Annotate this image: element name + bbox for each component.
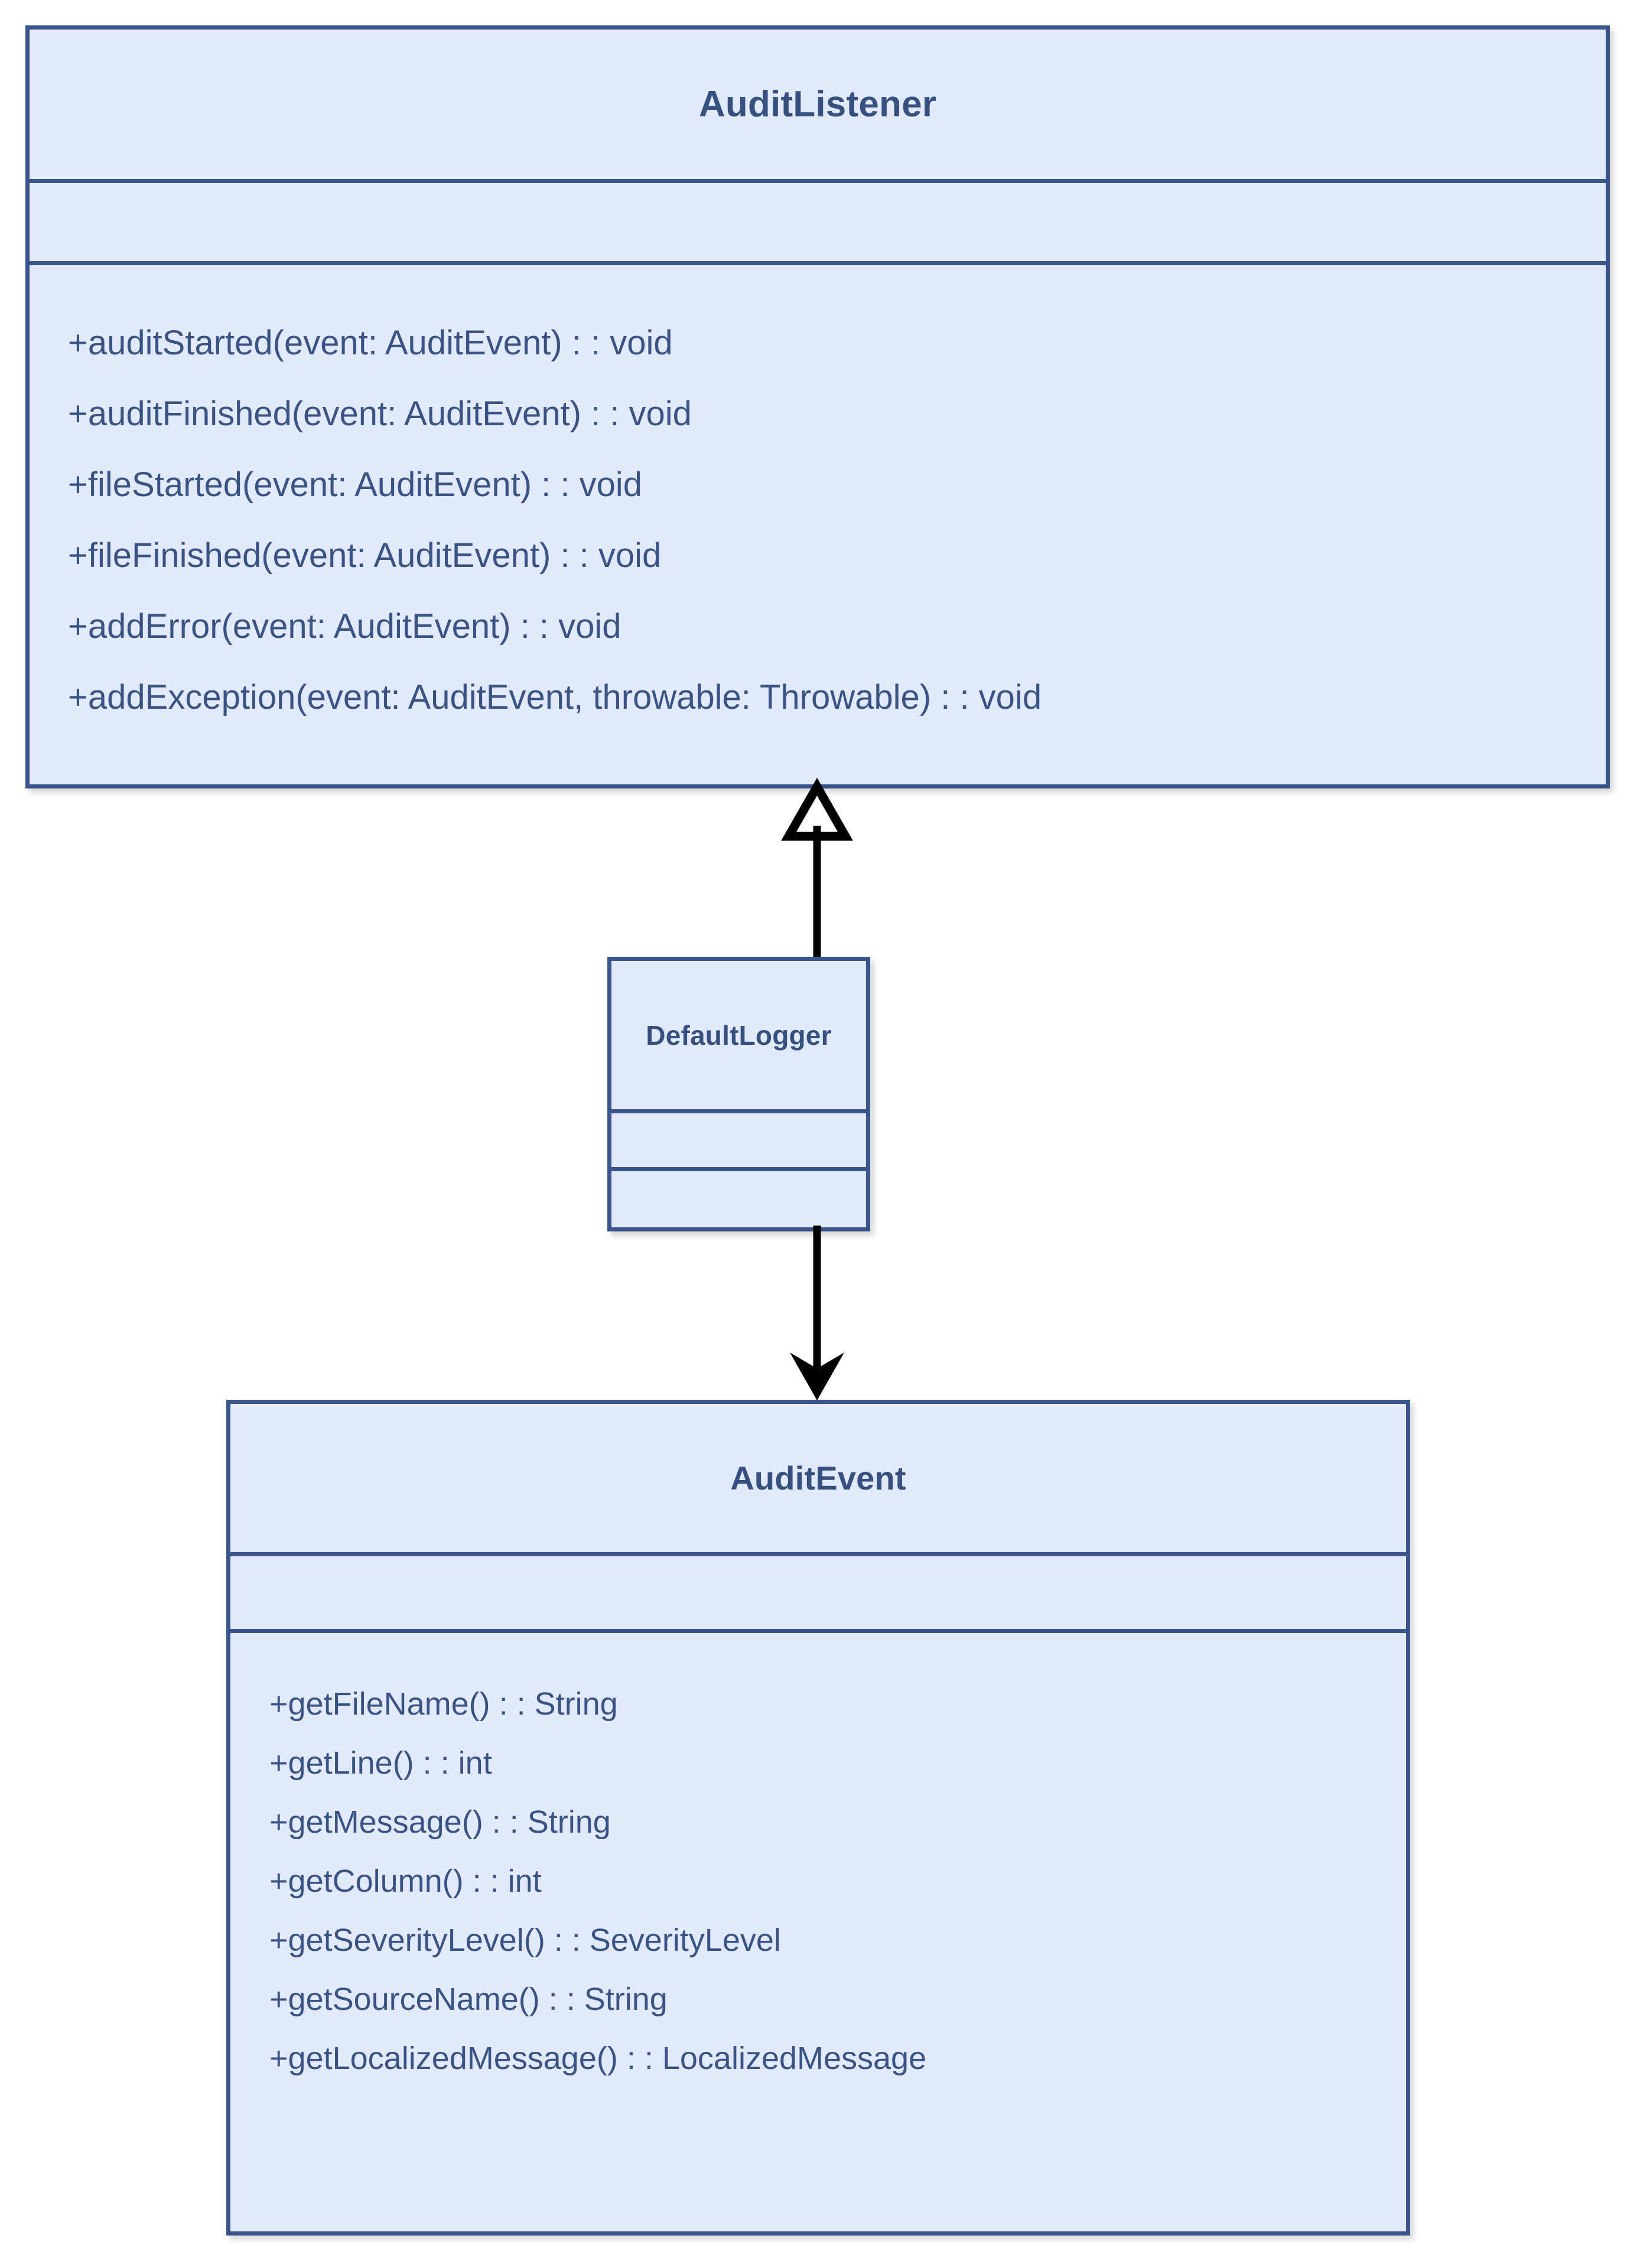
operations-compartment-audit-event: +getFileName() : : String +getLine() : :… <box>230 1629 1406 2231</box>
operation-item: +getSeverityLevel() : : SeverityLevel <box>269 1922 781 1958</box>
operation-item: +auditFinished(event: AuditEvent) : : vo… <box>68 395 692 433</box>
solid-arrowhead-icon <box>790 1353 844 1400</box>
operation-item: +addError(event: AuditEvent) : : void <box>68 607 621 646</box>
operation-item: +getMessage() : : String <box>269 1804 611 1840</box>
operations-compartment-default-logger <box>611 1167 866 1227</box>
operation-item: +getSourceName() : : String <box>269 1982 668 2017</box>
association-arrow-default-logger-to-audit-event <box>790 1226 844 1400</box>
operation-item: +fileStarted(event: AuditEvent) : : void <box>68 465 643 504</box>
uml-class-audit-event[interactable]: AuditEvent +getFileName() : : String +ge… <box>226 1400 1410 2236</box>
class-name-audit-listener: AuditListener <box>698 84 937 125</box>
operations-compartment-audit-listener: +auditStarted(event: AuditEvent) : : voi… <box>30 261 1606 784</box>
attributes-compartment-audit-event <box>230 1552 1406 1629</box>
operation-item: +addException(event: AuditEvent, throwab… <box>68 678 1042 716</box>
uml-class-audit-listener[interactable]: AuditListener +auditStarted(event: Audit… <box>25 25 1610 788</box>
generalization-arrow-default-logger-to-audit-listener <box>781 777 853 963</box>
operation-item: +auditStarted(event: AuditEvent) : : voi… <box>68 324 673 362</box>
attributes-compartment-default-logger <box>611 1109 866 1167</box>
class-name-default-logger: DefaultLogger <box>646 1019 832 1051</box>
operation-item: +getColumn() : : int <box>269 1863 542 1899</box>
attributes-compartment-audit-listener <box>30 179 1606 261</box>
operation-item: +fileFinished(event: AuditEvent) : : voi… <box>68 536 662 575</box>
uml-class-default-logger[interactable]: DefaultLogger <box>607 957 870 1231</box>
hollow-triangle-arrowhead-icon <box>781 777 853 841</box>
operation-item: +getFileName() : : String <box>269 1686 618 1722</box>
operation-item: +getLine() : : int <box>269 1745 492 1781</box>
class-name-audit-event: AuditEvent <box>730 1459 906 1497</box>
operation-item: +getLocalizedMessage() : : LocalizedMess… <box>269 2041 927 2076</box>
